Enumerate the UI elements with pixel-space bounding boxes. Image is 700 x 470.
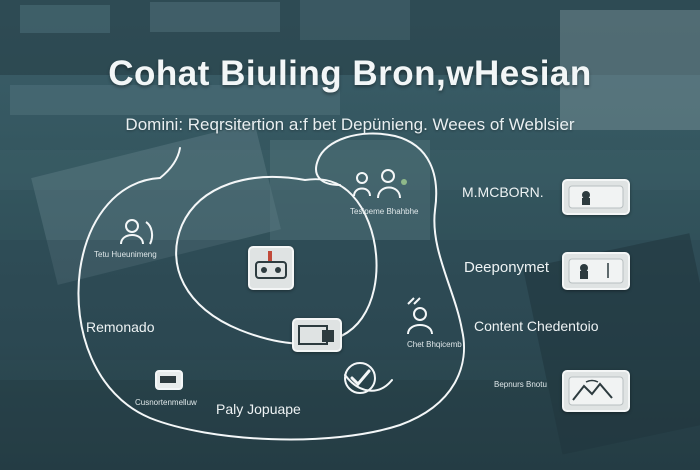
user-icon bbox=[407, 297, 433, 335]
main-title: Cohat Biuling Bron,wHesian bbox=[108, 54, 592, 93]
bottom-right-node-label: Bepnurs Bnotu bbox=[494, 380, 547, 389]
person-icon bbox=[353, 169, 407, 199]
mcborn-label: M.MCBORN. bbox=[462, 184, 544, 200]
remonado-label: Remonado bbox=[86, 319, 155, 335]
content-label: Content Chedentoio bbox=[474, 318, 599, 334]
deeponymet-label: Deeponymet bbox=[464, 259, 550, 276]
mountain-icon bbox=[568, 376, 624, 406]
monitor-icon bbox=[255, 251, 287, 279]
mountain-card bbox=[562, 370, 630, 412]
center-node-card bbox=[248, 246, 294, 290]
paly-label: Paly Jopuape bbox=[216, 401, 301, 417]
deeponymet-card bbox=[562, 252, 630, 290]
bottom-left-node-label: Cusnortenmelluw bbox=[135, 398, 197, 407]
left-node-label: Tetu Hueunimeng bbox=[94, 250, 157, 259]
mid-right-node-label: Chet Bhqicemb bbox=[407, 340, 462, 349]
user-icon bbox=[568, 258, 624, 284]
checkmark-icon bbox=[344, 362, 376, 394]
window-node-card bbox=[292, 318, 342, 352]
user-icon bbox=[568, 185, 624, 209]
laptop-icon bbox=[155, 370, 183, 390]
top-node-label: Tesipeme Bhahbhe bbox=[350, 207, 419, 216]
mcborn-card bbox=[562, 179, 630, 215]
window-icon bbox=[298, 325, 334, 345]
subtitle: Domini: Reqrsitertion a:f bet Depünieng.… bbox=[125, 115, 575, 134]
user-icon bbox=[120, 219, 154, 245]
